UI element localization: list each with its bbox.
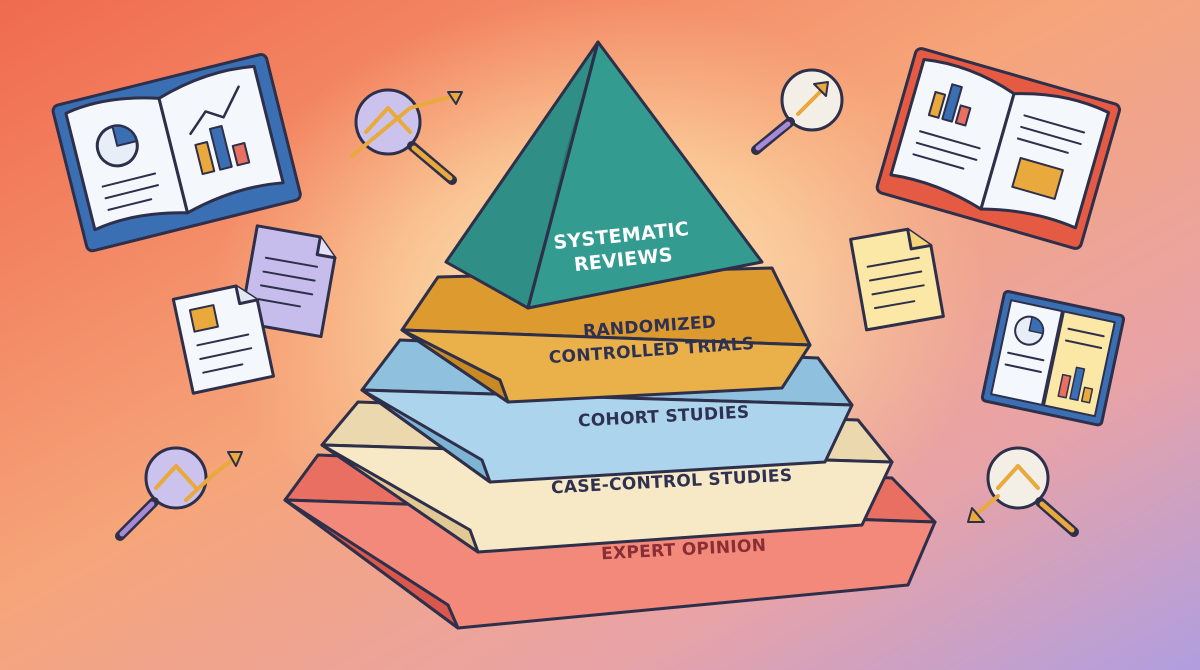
pyramid-labels: SYSTEMATIC REVIEWS RANDOMIZED CONTROLLED…: [548, 218, 793, 564]
documents-icon: [171, 224, 337, 395]
magnifier-down-icon: [967, 446, 1079, 537]
magnifier-trend-icon: [115, 446, 243, 541]
pyramid: [283, 40, 937, 630]
open-book-chart-icon: [51, 53, 302, 253]
report-icon: [980, 289, 1126, 427]
magnifier-arrow-icon: [751, 68, 844, 155]
open-book-bars-icon: [875, 47, 1121, 250]
note-icon: [849, 227, 945, 332]
magnifier-trend-icon: [350, 88, 463, 185]
tier-systematic-reviews: [444, 40, 764, 310]
